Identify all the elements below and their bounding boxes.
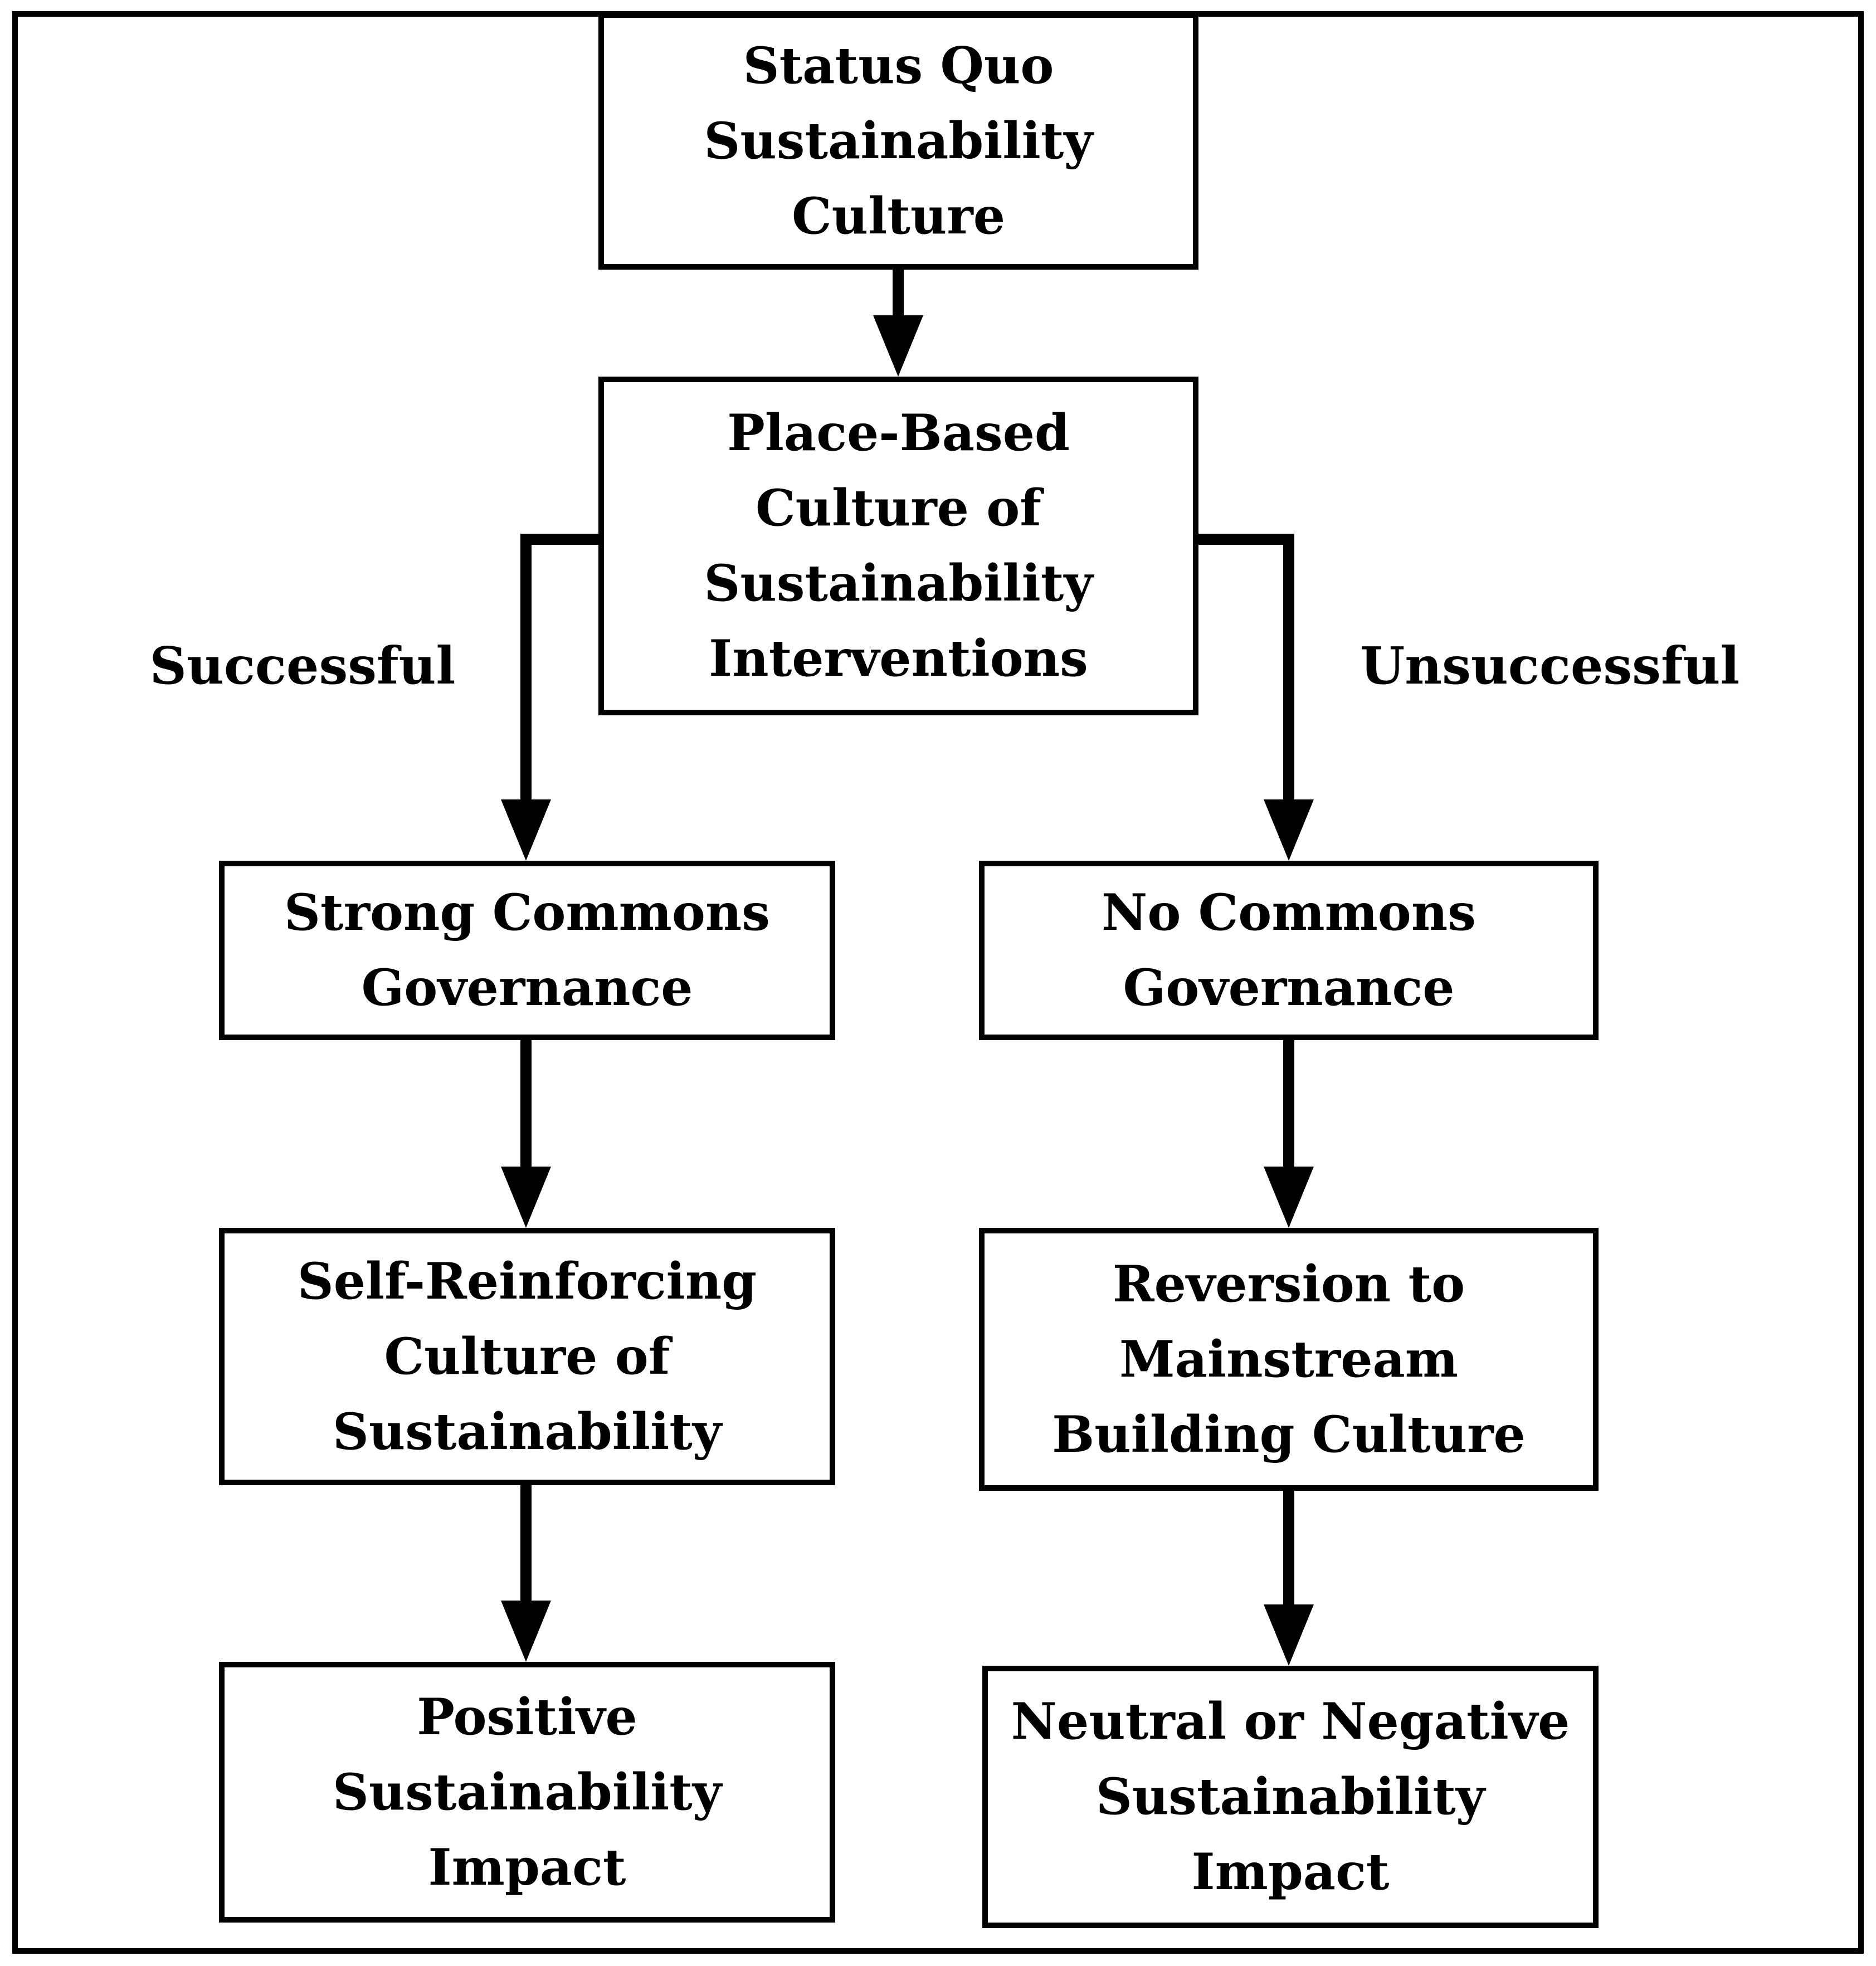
node-strong-commons-governance: Strong Commons Governance xyxy=(219,861,835,1040)
connector-status-to-place xyxy=(873,270,923,377)
node-place-based-culture-interventions: Place-Based Culture of Sustainability In… xyxy=(598,377,1198,715)
connector-place-to-none xyxy=(1198,534,1314,861)
connector-line xyxy=(1198,534,1294,802)
arrowhead-down-icon xyxy=(501,799,551,861)
connector-strong-to-self xyxy=(501,1040,551,1228)
edge-label-unsuccessful: Unsuccessful xyxy=(1360,636,1740,696)
connector-reversion-to-neutral xyxy=(1264,1485,1314,1666)
node-status-quo-sustainability-culture: Status Quo Sustainability Culture xyxy=(598,12,1198,270)
connector-self-to-positive xyxy=(501,1485,551,1662)
arrowhead-down-icon xyxy=(1264,799,1314,861)
connector-line xyxy=(520,534,598,802)
connector-place-to-strong xyxy=(501,534,598,861)
node-self-reinforcing-culture: Self-Reinforcing Culture of Sustainabili… xyxy=(219,1228,835,1485)
edge-label-successful: Successful xyxy=(149,636,456,696)
arrowhead-down-icon xyxy=(501,1167,551,1228)
node-no-commons-governance: No Commons Governance xyxy=(979,861,1599,1040)
arrowhead-down-icon xyxy=(1264,1604,1314,1666)
arrowhead-down-icon xyxy=(501,1601,551,1662)
node-reversion-mainstream-building-culture: Reversion to Mainstream Building Culture xyxy=(979,1228,1599,1491)
arrowhead-down-icon xyxy=(873,315,923,377)
node-neutral-negative-sustainability-impact: Neutral or Negative Sustainability Impac… xyxy=(982,1666,1599,1928)
connector-none-to-reversion xyxy=(1264,1040,1314,1228)
arrowhead-down-icon xyxy=(1264,1167,1314,1228)
node-positive-sustainability-impact: Positive Sustainability Impact xyxy=(219,1662,835,1923)
